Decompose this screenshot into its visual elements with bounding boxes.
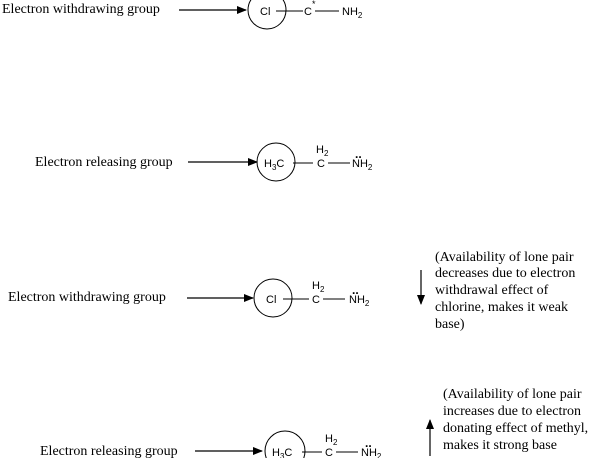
row-2: Electron releasing group H3C H2 C .. NH2: [35, 142, 373, 182]
row-1-amine: NH2: [342, 6, 363, 20]
row-3-amine: NH2: [349, 294, 370, 308]
row-3-substituent: Cl: [266, 294, 276, 306]
row-3-note-line: decreases due to electron: [435, 266, 575, 281]
row-4-lone-pair: ..: [365, 436, 372, 450]
row-3-note-line: base): [435, 317, 465, 332]
row-3-note: (Availability of lone pair decreases due…: [435, 250, 575, 332]
row-2-ring: [256, 142, 296, 182]
row-3-note-line: (Availability of lone pair: [435, 250, 574, 265]
row-4-note-line: makes it strong base: [443, 438, 557, 453]
row-4: Electron releasing group H3C H2 C .. NH2…: [40, 387, 588, 458]
row-4-carbon: C: [325, 447, 333, 458]
row-3-note-line: withdrawal effect of: [435, 283, 549, 298]
row-2-label: Electron releasing group: [35, 155, 173, 170]
row-4-ring: [264, 430, 306, 458]
row-1-carbon-mark: *: [312, 0, 316, 9]
row-2-substituent: H3C: [264, 158, 284, 172]
row-1: Electron withdrawing group Cl C * NH2: [2, 0, 363, 30]
row-4-note-line: increases due to electron: [443, 404, 581, 419]
row-4-label: Electron releasing group: [40, 444, 178, 458]
row-2-lone-pair: ..: [355, 147, 362, 161]
row-1-ring: [247, 0, 287, 30]
row-2-amine: NH2: [352, 158, 373, 172]
row-4-carbon-h: H2: [325, 433, 338, 447]
row-3-note-line: chlorine, makes it weak: [435, 300, 568, 315]
row-1-label: Electron withdrawing group: [2, 2, 160, 17]
row-1-carbon: C: [304, 6, 312, 18]
row-3-carbon-h: H2: [312, 280, 325, 294]
row-4-note: (Availability of lone pair increases due…: [443, 387, 588, 453]
row-4-note-line: (Availability of lone pair: [443, 387, 582, 402]
row-3-carbon: C: [312, 294, 320, 306]
row-3-label: Electron withdrawing group: [8, 290, 166, 305]
row-4-substituent: H3C: [272, 447, 292, 458]
row-2-carbon: C: [317, 158, 325, 170]
row-3-lone-pair: ..: [352, 283, 359, 297]
row-4-note-line: donating effect of methyl,: [443, 421, 588, 436]
row-4-amine: NH2: [361, 447, 382, 458]
row-2-carbon-h: H2: [316, 144, 329, 158]
row-1-substituent: Cl: [260, 6, 270, 18]
row-3: Electron withdrawing group Cl H2 C .. NH…: [8, 250, 575, 332]
row-3-ring: [253, 278, 293, 318]
